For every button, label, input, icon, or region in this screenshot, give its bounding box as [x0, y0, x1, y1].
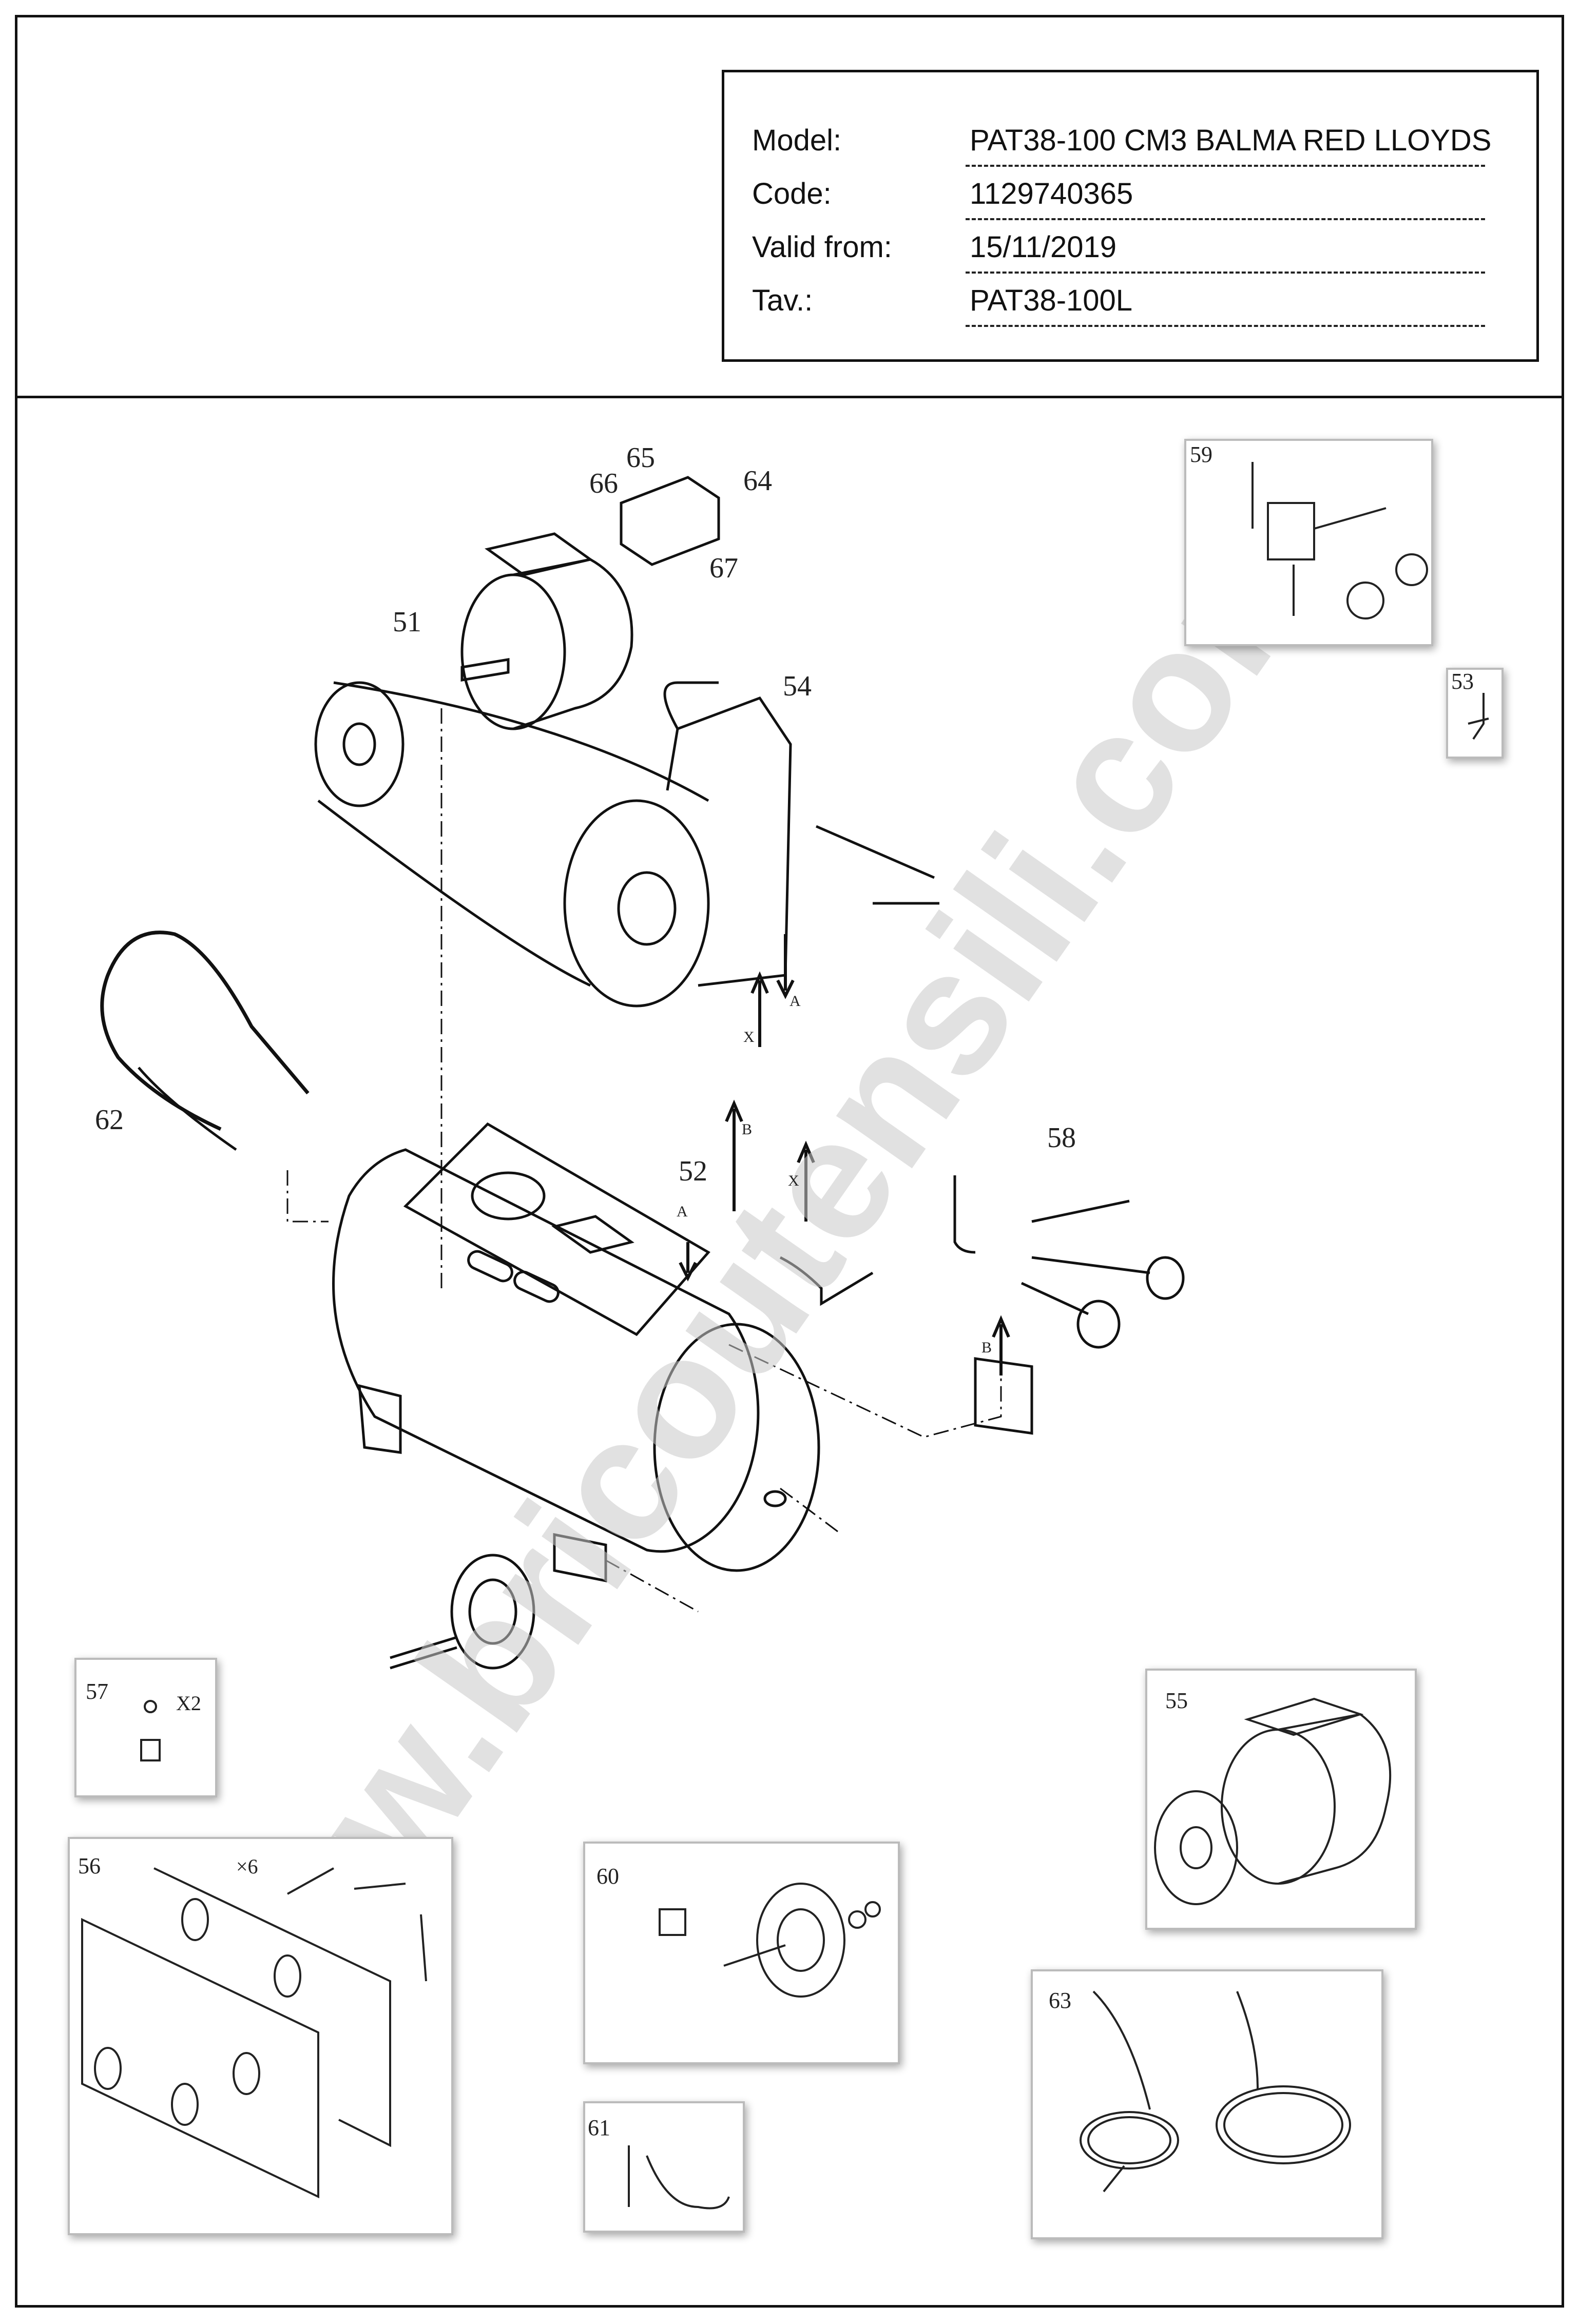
inset-59-pressure-switch [1251, 462, 1428, 619]
valid-from-value: 15/11/2019 [970, 230, 1116, 264]
callout-64: 64 [743, 465, 772, 497]
compressor-pump [563, 681, 939, 1008]
inset-60-label: 60 [596, 1864, 619, 1889]
callout-52: 52 [679, 1155, 707, 1187]
valid-from-label: Valid from: [752, 230, 892, 264]
inset-55-label: 55 [1165, 1688, 1188, 1713]
callout-54: 54 [783, 670, 812, 702]
callout-65: 65 [626, 442, 655, 474]
mounting-plate [403, 1122, 710, 1337]
inset-57-plug [140, 1700, 161, 1761]
flow-arrows [679, 934, 1010, 1376]
callout-58: 58 [1047, 1122, 1076, 1154]
inset-60-wheel-kit [659, 1883, 881, 1998]
inset-61-label: 61 [588, 2115, 610, 2140]
info-row-tav: Tav.: PAT38-100L [724, 268, 1536, 327]
inset-56-note: ×6 [236, 1855, 258, 1878]
flow-letter-b-1: B [742, 1121, 752, 1138]
tav-value: PAT38-100L [970, 284, 1133, 317]
inset-55-motor [1154, 1697, 1392, 1905]
inset-59-frame [1184, 439, 1433, 646]
flow-letter-x-2: X [743, 1029, 755, 1045]
header-divider [15, 396, 1564, 398]
inset-61-frame [583, 2101, 745, 2233]
info-row-code: Code: 1129740365 [724, 162, 1536, 220]
callout-62: 62 [95, 1104, 124, 1136]
inset-63-frame [1031, 1969, 1383, 2239]
electric-motor [460, 532, 633, 730]
tav-label: Tav.: [752, 284, 813, 317]
flow-letter-a-1: A [677, 1203, 688, 1220]
terminal-box [620, 476, 720, 566]
dashed-rule [966, 165, 1485, 167]
callout-67: 67 [709, 552, 738, 584]
dashed-rule [966, 325, 1485, 327]
inset-63-cables [1080, 1990, 1351, 2193]
assembly-leaders [286, 708, 1002, 1613]
model-value: PAT38-100 CM3 BALMA RED LLOYDS [970, 124, 1492, 157]
model-label: Model: [752, 124, 842, 157]
handle [100, 931, 310, 1131]
inset-63-label: 63 [1049, 1988, 1071, 2013]
callout-51: 51 [393, 606, 421, 638]
handle-inner [138, 1067, 237, 1151]
inset-56-label: 56 [78, 1853, 101, 1878]
dashed-rule [966, 218, 1485, 220]
inset-53-frame [1446, 668, 1504, 759]
inset-57-frame [74, 1658, 217, 1797]
inset-57-label: 57 [86, 1679, 108, 1704]
model-info-table: Model: PAT38-100 CM3 BALMA RED LLOYDS Co… [722, 70, 1539, 362]
page-frame [15, 15, 1564, 2308]
wheel [390, 1554, 535, 1670]
dashed-rule [966, 272, 1485, 274]
inset-53-label: 53 [1451, 669, 1474, 694]
code-value: 1129740365 [970, 177, 1133, 210]
flow-letter-x-1: X [788, 1172, 799, 1189]
inset-61-hose [628, 2145, 730, 2210]
inset-56-shroud [81, 1867, 427, 2199]
inset-59-label: 59 [1190, 442, 1212, 467]
inset-57-note: X2 [176, 1692, 201, 1715]
flow-letter-a-2: A [790, 993, 801, 1010]
front-foot [553, 1533, 607, 1583]
flow-letter-b-2: B [981, 1339, 992, 1356]
callout-66: 66 [589, 468, 618, 499]
inset-55-frame [1145, 1669, 1417, 1930]
info-row-model: Model: PAT38-100 CM3 BALMA RED LLOYDS [724, 108, 1536, 167]
air-tank [332, 1148, 820, 1572]
info-row-valid-from: Valid from: 15/11/2019 [724, 215, 1536, 274]
belt-and-pulley [314, 681, 709, 987]
inset-53-valve [1468, 693, 1489, 740]
pressure-switch-assembly [779, 1175, 1185, 1435]
inset-60-frame [583, 1842, 900, 2064]
rear-foot [358, 1384, 402, 1454]
code-label: Code: [752, 177, 832, 210]
inset-56-frame [68, 1837, 453, 2235]
